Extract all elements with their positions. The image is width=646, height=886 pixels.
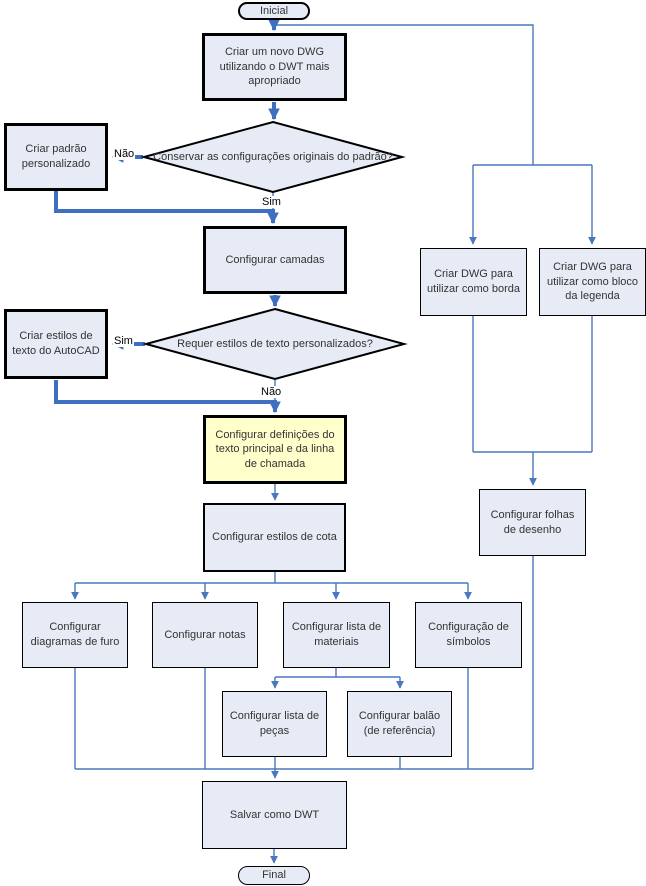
node-label: Configurar diagramas de furo — [30, 621, 120, 648]
decision-requer-texto-label: Requer estilos de texto personalizados? — [177, 337, 373, 350]
node-label: Configurar notas — [164, 628, 246, 641]
process-configurar-definicoes-texto: Configurar definições do texto principal… — [203, 415, 347, 484]
edge-label-nao-1: Não — [113, 148, 136, 160]
process-configurar-notas: Configurar notas — [152, 602, 258, 668]
node-label: Salvar como DWT — [229, 808, 320, 821]
node-label: Configurar folhas de desenho — [490, 508, 575, 536]
node-label: Configurar camadas — [225, 253, 325, 266]
edge-label-nao-2: Não — [260, 386, 283, 398]
process-configurar-lista-materiais: Configurar lista de materiais — [283, 602, 390, 668]
edge-estilos-to-definicoes — [54, 380, 281, 414]
edge-label-sim-2: Sim — [113, 335, 134, 347]
node-label: Criar um novo DWG utilizando o DWT mais … — [219, 46, 330, 88]
terminator-inicial: Inicial — [238, 2, 310, 20]
node-label: Criar padrão personalizado — [21, 143, 91, 170]
node-label: Criar DWG para utilizar como bloco da le… — [546, 261, 639, 303]
node-label: Final — [262, 869, 286, 882]
node-label: Configurar definições do texto principal… — [215, 428, 335, 470]
decision-conservar-diamond — [140, 120, 406, 194]
decision-conservar-label: Conservar as configurações originais do … — [153, 150, 393, 163]
node-label: Configurar balão (de referência) — [358, 710, 441, 737]
process-salvar-como-dwt: Salvar como DWT — [202, 781, 347, 849]
process-criar-novo-dwg: Criar um novo DWG utilizando o DWT mais … — [202, 33, 347, 101]
process-configuracao-simbolos: Configuração de símbolos — [415, 602, 522, 668]
terminator-final: Final — [238, 866, 310, 885]
process-configurar-balao: Configurar balão (de referência) — [347, 691, 452, 757]
process-criar-dwg-borda: Criar DWG para utilizar como borda — [420, 248, 527, 316]
node-label: Configurar lista de peças — [229, 710, 320, 737]
node-label: Inicial — [259, 4, 289, 17]
node-label: Configurar lista de materiais — [291, 621, 382, 648]
process-criar-padrao-personalizado: Criar padrão personalizado — [4, 123, 108, 191]
decision-requer-texto-diamond — [142, 307, 408, 381]
edge-padrao-to-camadas — [54, 191, 279, 225]
process-criar-dwg-bloco-legenda: Criar DWG para utilizar como bloco da le… — [539, 248, 646, 316]
node-label: Configuração de símbolos — [428, 621, 509, 648]
edge-label-sim-1: Sim — [261, 196, 282, 208]
node-label: Criar DWG para utilizar como borda — [427, 268, 520, 295]
node-label: Configurar estilos de cota — [212, 531, 337, 544]
process-criar-estilos-texto-autocad: Criar estilos de texto do AutoCAD — [4, 309, 108, 379]
process-configurar-folhas-desenho: Configurar folhas de desenho — [479, 489, 586, 556]
node-label: Criar estilos de texto do AutoCAD — [12, 330, 100, 357]
process-configurar-lista-pecas: Configurar lista de peças — [222, 691, 327, 757]
process-configurar-camadas: Configurar camadas — [203, 226, 347, 294]
process-configurar-estilos-cota: Configurar estilos de cota — [203, 503, 346, 572]
process-configurar-diagramas-furo: Configurar diagramas de furo — [22, 602, 128, 668]
